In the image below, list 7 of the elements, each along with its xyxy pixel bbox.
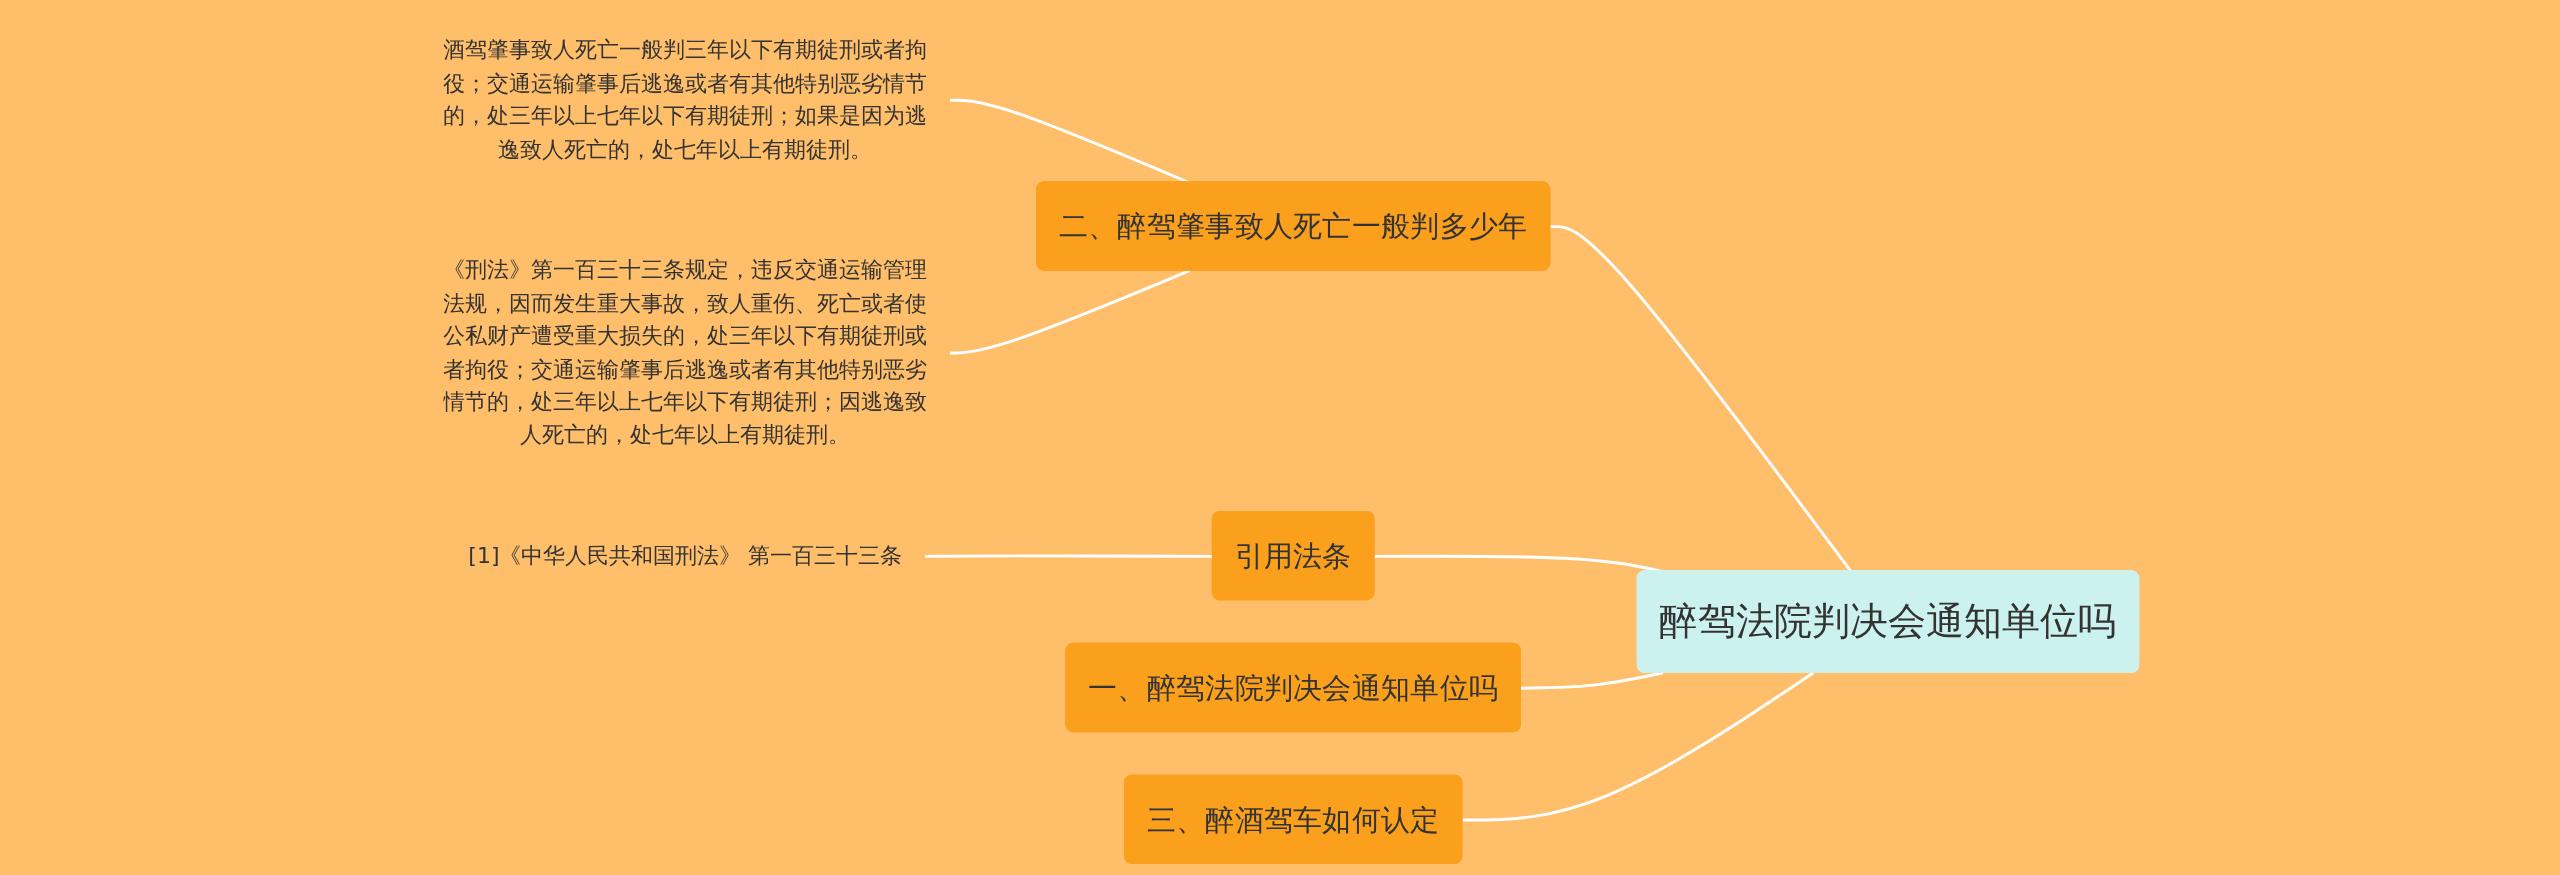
connector [1521,671,1664,690]
connector [1462,671,1815,822]
node-text: 酒驾肇事致人死亡一般判三年以下有期徒刑或者拘役；交通运输肇事后逃逸或者有其他特别恶劣情节的，处三年以上七年以下有期徒刑；如果是因为逃逸致人死亡的，处七年以上有期徒刑。 [443,36,927,162]
connector [949,269,1190,355]
node-text: 《刑法》第一百三十三条规定，违反交通运输管理法规，因而发生重大事故，致人重伤、死亡或者使公私财产遭受重大损失的，处三年以下有期徒刑或者拘役；交通运输肇事后逃逸或者有其他特别恶劣情节的，处三年以上七年以下有期徒刑；因逃逸致人死亡的，处七年以上有期徒刑。 [443,256,927,448]
node-text: [1]《中华人民共和国刑法》 第一百三十三条 [468,542,903,569]
connector [1550,225,1853,573]
